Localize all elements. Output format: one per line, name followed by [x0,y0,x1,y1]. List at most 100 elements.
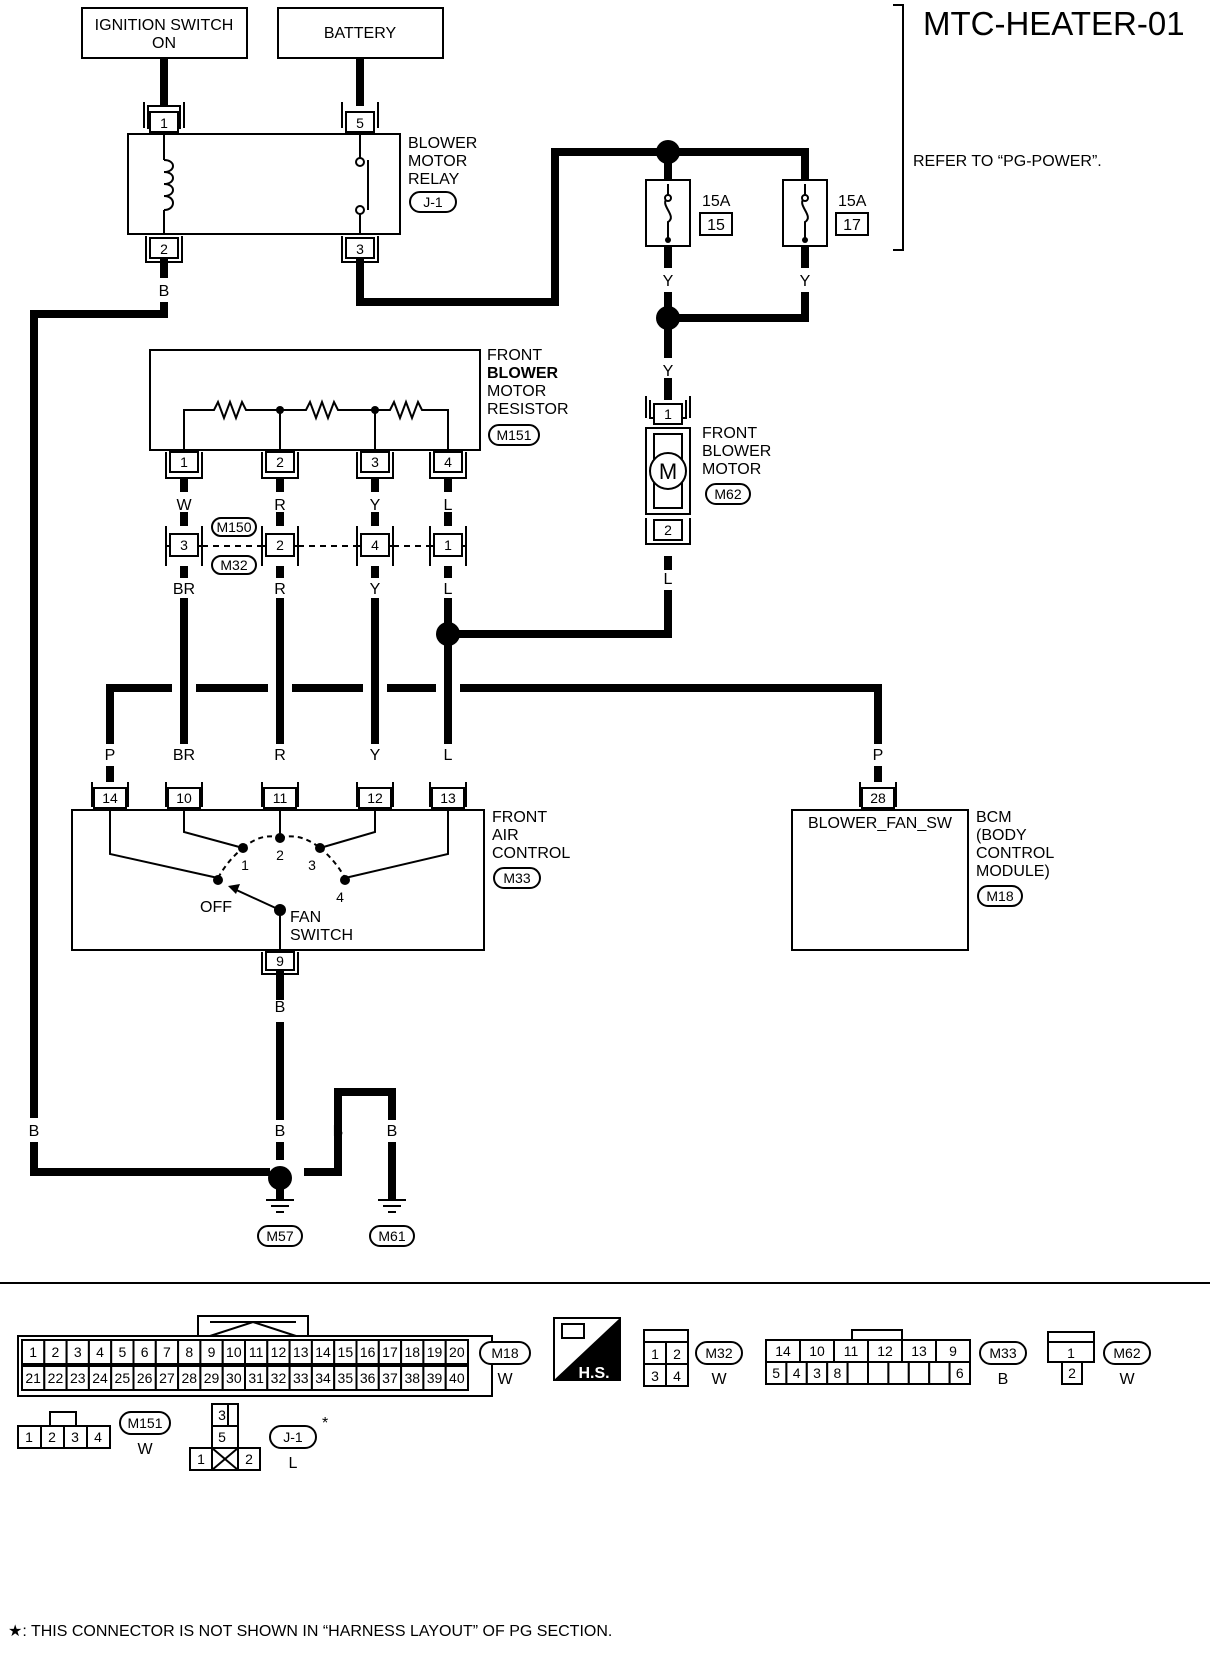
wire-label-l: L [444,747,453,764]
relay-connector-id: J-1 [423,194,443,210]
m18-pin-number: 25 [115,1370,131,1386]
m32-conn-label: M32 [705,1345,732,1361]
m18-pin-cell [444,1365,470,1391]
svg-text:1: 1 [1067,1345,1075,1361]
junction-dot [656,306,680,330]
m18-pin-number: 29 [204,1370,220,1386]
m18-conn-label: M18 [491,1345,518,1361]
fuse-17-number: 17 [843,217,861,234]
bcm-pin-28: 28 [870,790,886,806]
m18-pin-number: 34 [315,1370,331,1386]
relay-coil-icon [163,159,174,211]
connector-face-m32: 1 2 3 4 M32 W [643,1329,743,1388]
air-connector-id: M33 [503,870,530,886]
bcm-connector-id: M18 [986,888,1013,904]
wire-label-p: P [873,747,884,764]
relay-switch-icon [359,134,369,234]
m151-color: W [137,1441,153,1458]
air-pin-9: 9 [276,953,284,969]
ground-m57: M57 [257,1199,303,1247]
wire-label-l: L [444,497,453,514]
m18-pin-number: 36 [360,1370,376,1386]
ignition-switch-label: IGNITION SWITCH [95,17,234,34]
m18-pin-number: 16 [360,1344,376,1360]
m33-pin-cell [887,1361,910,1385]
m18-pin-number: 39 [427,1370,443,1386]
air-label-1: FRONT [492,809,547,826]
motor-connector-id: M62 [714,486,741,502]
resistor-pin-1: 1 [180,454,188,470]
ignition-on-label: ON [152,35,176,52]
wire-label-b: B [275,1123,286,1140]
m18-pin-number: 8 [185,1344,193,1360]
m18-pin-number: 5 [118,1344,126,1360]
wire-color-labels: B Y Y Y L W R Y L BR R Y L P BR R Y L P … [29,273,890,1140]
fan-switch-label-1: FAN [290,909,321,926]
m33-pin-cell [948,1361,971,1385]
m18-pin-number: 33 [293,1370,309,1386]
m18-pin-number: 17 [382,1344,398,1360]
resistor-coil-icon [183,399,449,450]
fan-switch-label-2: SWITCH [290,927,353,944]
m33-pin-number: 3 [813,1365,821,1381]
resistor-label-2: BLOWER [487,365,559,382]
m33-pin-cell [907,1361,931,1385]
m18-pin-number: 35 [338,1370,354,1386]
connector-m150-m32: 3 2 4 1 M150 M32 [165,517,467,575]
ignition-switch-box [81,7,248,59]
m18-pin-number: 37 [382,1370,398,1386]
m151-conn-label: M151 [127,1415,162,1431]
air-pin-13: 13 [440,790,456,806]
resistor-connector-id: M151 [496,427,531,443]
relay-pin-1: 1 [160,115,168,131]
svg-text:3: 3 [71,1429,79,1445]
wire-label-b: B [29,1123,40,1140]
wire-label-y: Y [663,273,674,290]
wire-label-r: R [274,497,286,514]
hs-label: H.S. [578,1365,609,1382]
wire-label-b: B [275,999,286,1016]
m18-pin-number: 1 [29,1344,37,1360]
fan-pos-4: 4 [336,889,344,905]
bcm-label-4: MODULE) [976,863,1050,880]
svg-text:4: 4 [673,1368,681,1384]
junction-dots [268,140,680,1190]
m18-pin-cell [444,1339,470,1365]
fan-switch-arrow-icon [231,887,281,911]
blower-motor-relay: 1 5 2 3 BLOWER MOTOR RELAY J-1 [127,102,477,263]
footnote: ★: THIS CONNECTOR IS NOT SHOWN IN “HARNE… [8,1623,612,1640]
motor-label-2: BLOWER [702,443,771,460]
m18-pin-number: 21 [25,1370,41,1386]
ground-icon [378,1199,406,1213]
relay-label-3: RELAY [408,171,460,188]
m18-pin-number: 7 [163,1344,171,1360]
svg-text:2: 2 [1068,1365,1076,1381]
resistor-pin-2: 2 [276,454,284,470]
m18-pin-number: 3 [74,1344,82,1360]
air-pin-10: 10 [176,790,192,806]
relay-label-1: BLOWER [408,135,477,152]
fuse-15-amp: 15A [702,193,731,210]
fan-off-label: OFF [200,899,232,916]
m33-conn-label: M33 [989,1345,1016,1361]
resistor-label-4: RESISTOR [487,401,569,418]
m18-pin-number: 28 [181,1370,197,1386]
m32-color: W [711,1371,727,1388]
wire-label-b: B [333,1123,344,1140]
resistor-pin-3: 3 [371,454,379,470]
wire-label-br: BR [173,747,195,764]
diagram-title: MTC-HEATER-01 [923,5,1185,42]
svg-text:2: 2 [673,1346,681,1362]
svg-text:5: 5 [218,1429,226,1445]
m18-pin-number: 32 [271,1370,287,1386]
mid-connector-a: M150 [216,519,251,535]
fan-pos-3: 3 [308,857,316,873]
fuse-17-amp: 15A [838,193,867,210]
svg-text:1: 1 [25,1429,33,1445]
m18-pin-number: 26 [137,1370,153,1386]
junction-dot [268,1166,292,1190]
wire-label-y: Y [370,497,381,514]
svg-text:3: 3 [218,1407,226,1423]
wire-label-l: L [664,571,673,588]
